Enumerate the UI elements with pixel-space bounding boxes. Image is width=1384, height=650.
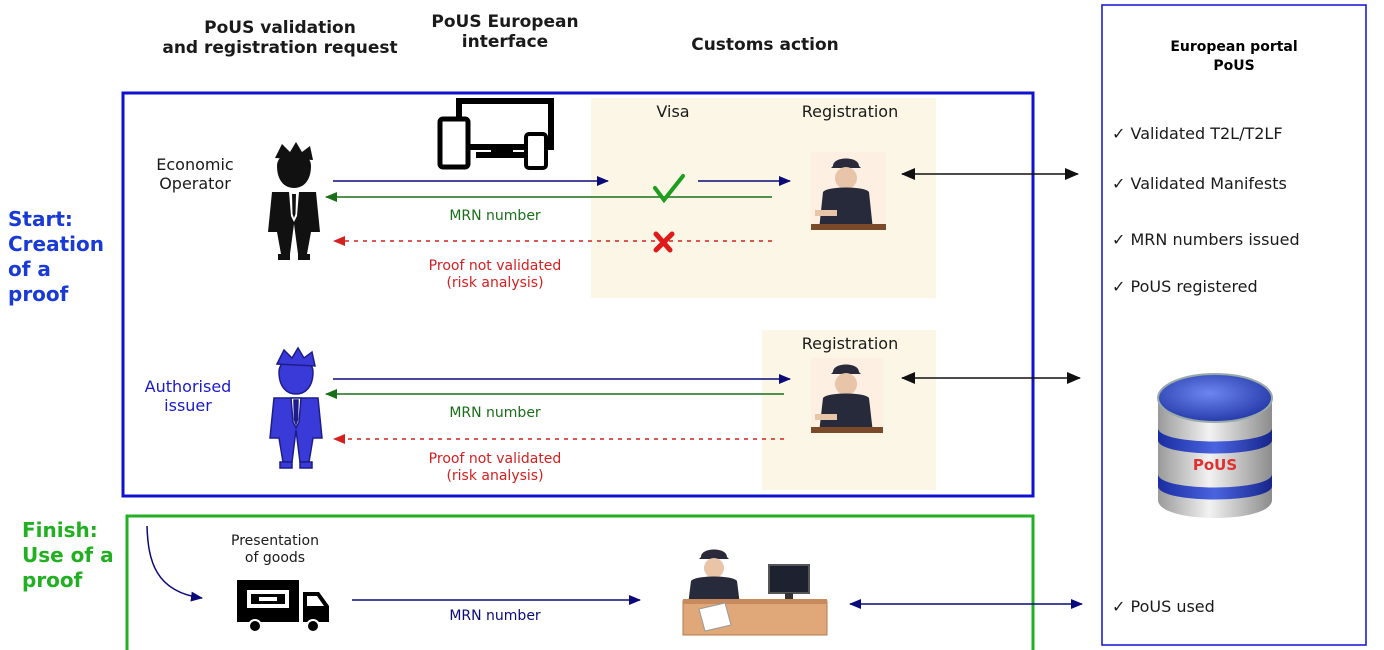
authorised-issuer-icon [269, 346, 323, 469]
mrn-label-2: MRN number [449, 405, 541, 421]
customs-officer-icon [811, 152, 886, 230]
mrn-label-3: MRN number [449, 608, 541, 624]
flow-curve-arrow [146, 525, 203, 602]
portal-frame [1101, 4, 1367, 646]
mrn-label-1: MRN number [449, 208, 541, 224]
database-label: PoUS [1192, 456, 1238, 474]
presentation-label: Presentation of goods [231, 533, 319, 566]
portal-item: ✓ MRN numbers issued [1112, 230, 1300, 249]
customs-officer-icon-2 [811, 358, 883, 433]
portal-item-text: Validated Manifests [1130, 174, 1287, 193]
registration-label-1: Registration [801, 102, 899, 121]
portal-item: ✓ Validated Manifests [1112, 174, 1287, 193]
portal-item-text: PoUS used [1130, 597, 1215, 616]
visa-label: Visa [656, 102, 690, 121]
rejected-label-2: Proof not validated (risk analysis) [428, 451, 562, 484]
pous-database-icon [1157, 373, 1273, 518]
portal-item-used: ✓ PoUS used [1112, 597, 1215, 616]
header-customs: Customs action [691, 35, 839, 55]
truck-icon [237, 580, 329, 633]
authorised-issuer-label: Authorised issuer [144, 377, 232, 416]
registration-label-2: Registration [801, 334, 899, 353]
portal-item-text: MRN numbers issued [1130, 230, 1300, 249]
header-portal: European portal PoUS [1170, 39, 1298, 74]
rejected-label-1: Proof not validated (risk analysis) [428, 258, 562, 291]
devices-icon [437, 98, 554, 170]
finish-label: Finish: Use of a proof [22, 518, 114, 592]
visa-checkmark-icon [653, 174, 685, 204]
economic-operator-icon [268, 142, 320, 260]
customs-desk-officer-icon [682, 549, 828, 636]
portal-item-text: Validated T2L/T2LF [1130, 124, 1283, 143]
rejected-cross-icon [653, 231, 675, 253]
portal-item: ✓ Validated T2L/T2LF [1112, 124, 1283, 143]
header-validation: PoUS validation and registration request [162, 18, 398, 59]
start-label: Start: Creation of a proof [8, 207, 104, 306]
portal-item: ✓ PoUS registered [1112, 277, 1258, 296]
economic-operator-label: Economic Operator [156, 155, 234, 194]
creation-frame [121, 91, 1035, 498]
header-interface: PoUS European interface [431, 12, 579, 53]
portal-item-text: PoUS registered [1130, 277, 1258, 296]
use-frame [125, 514, 1035, 650]
